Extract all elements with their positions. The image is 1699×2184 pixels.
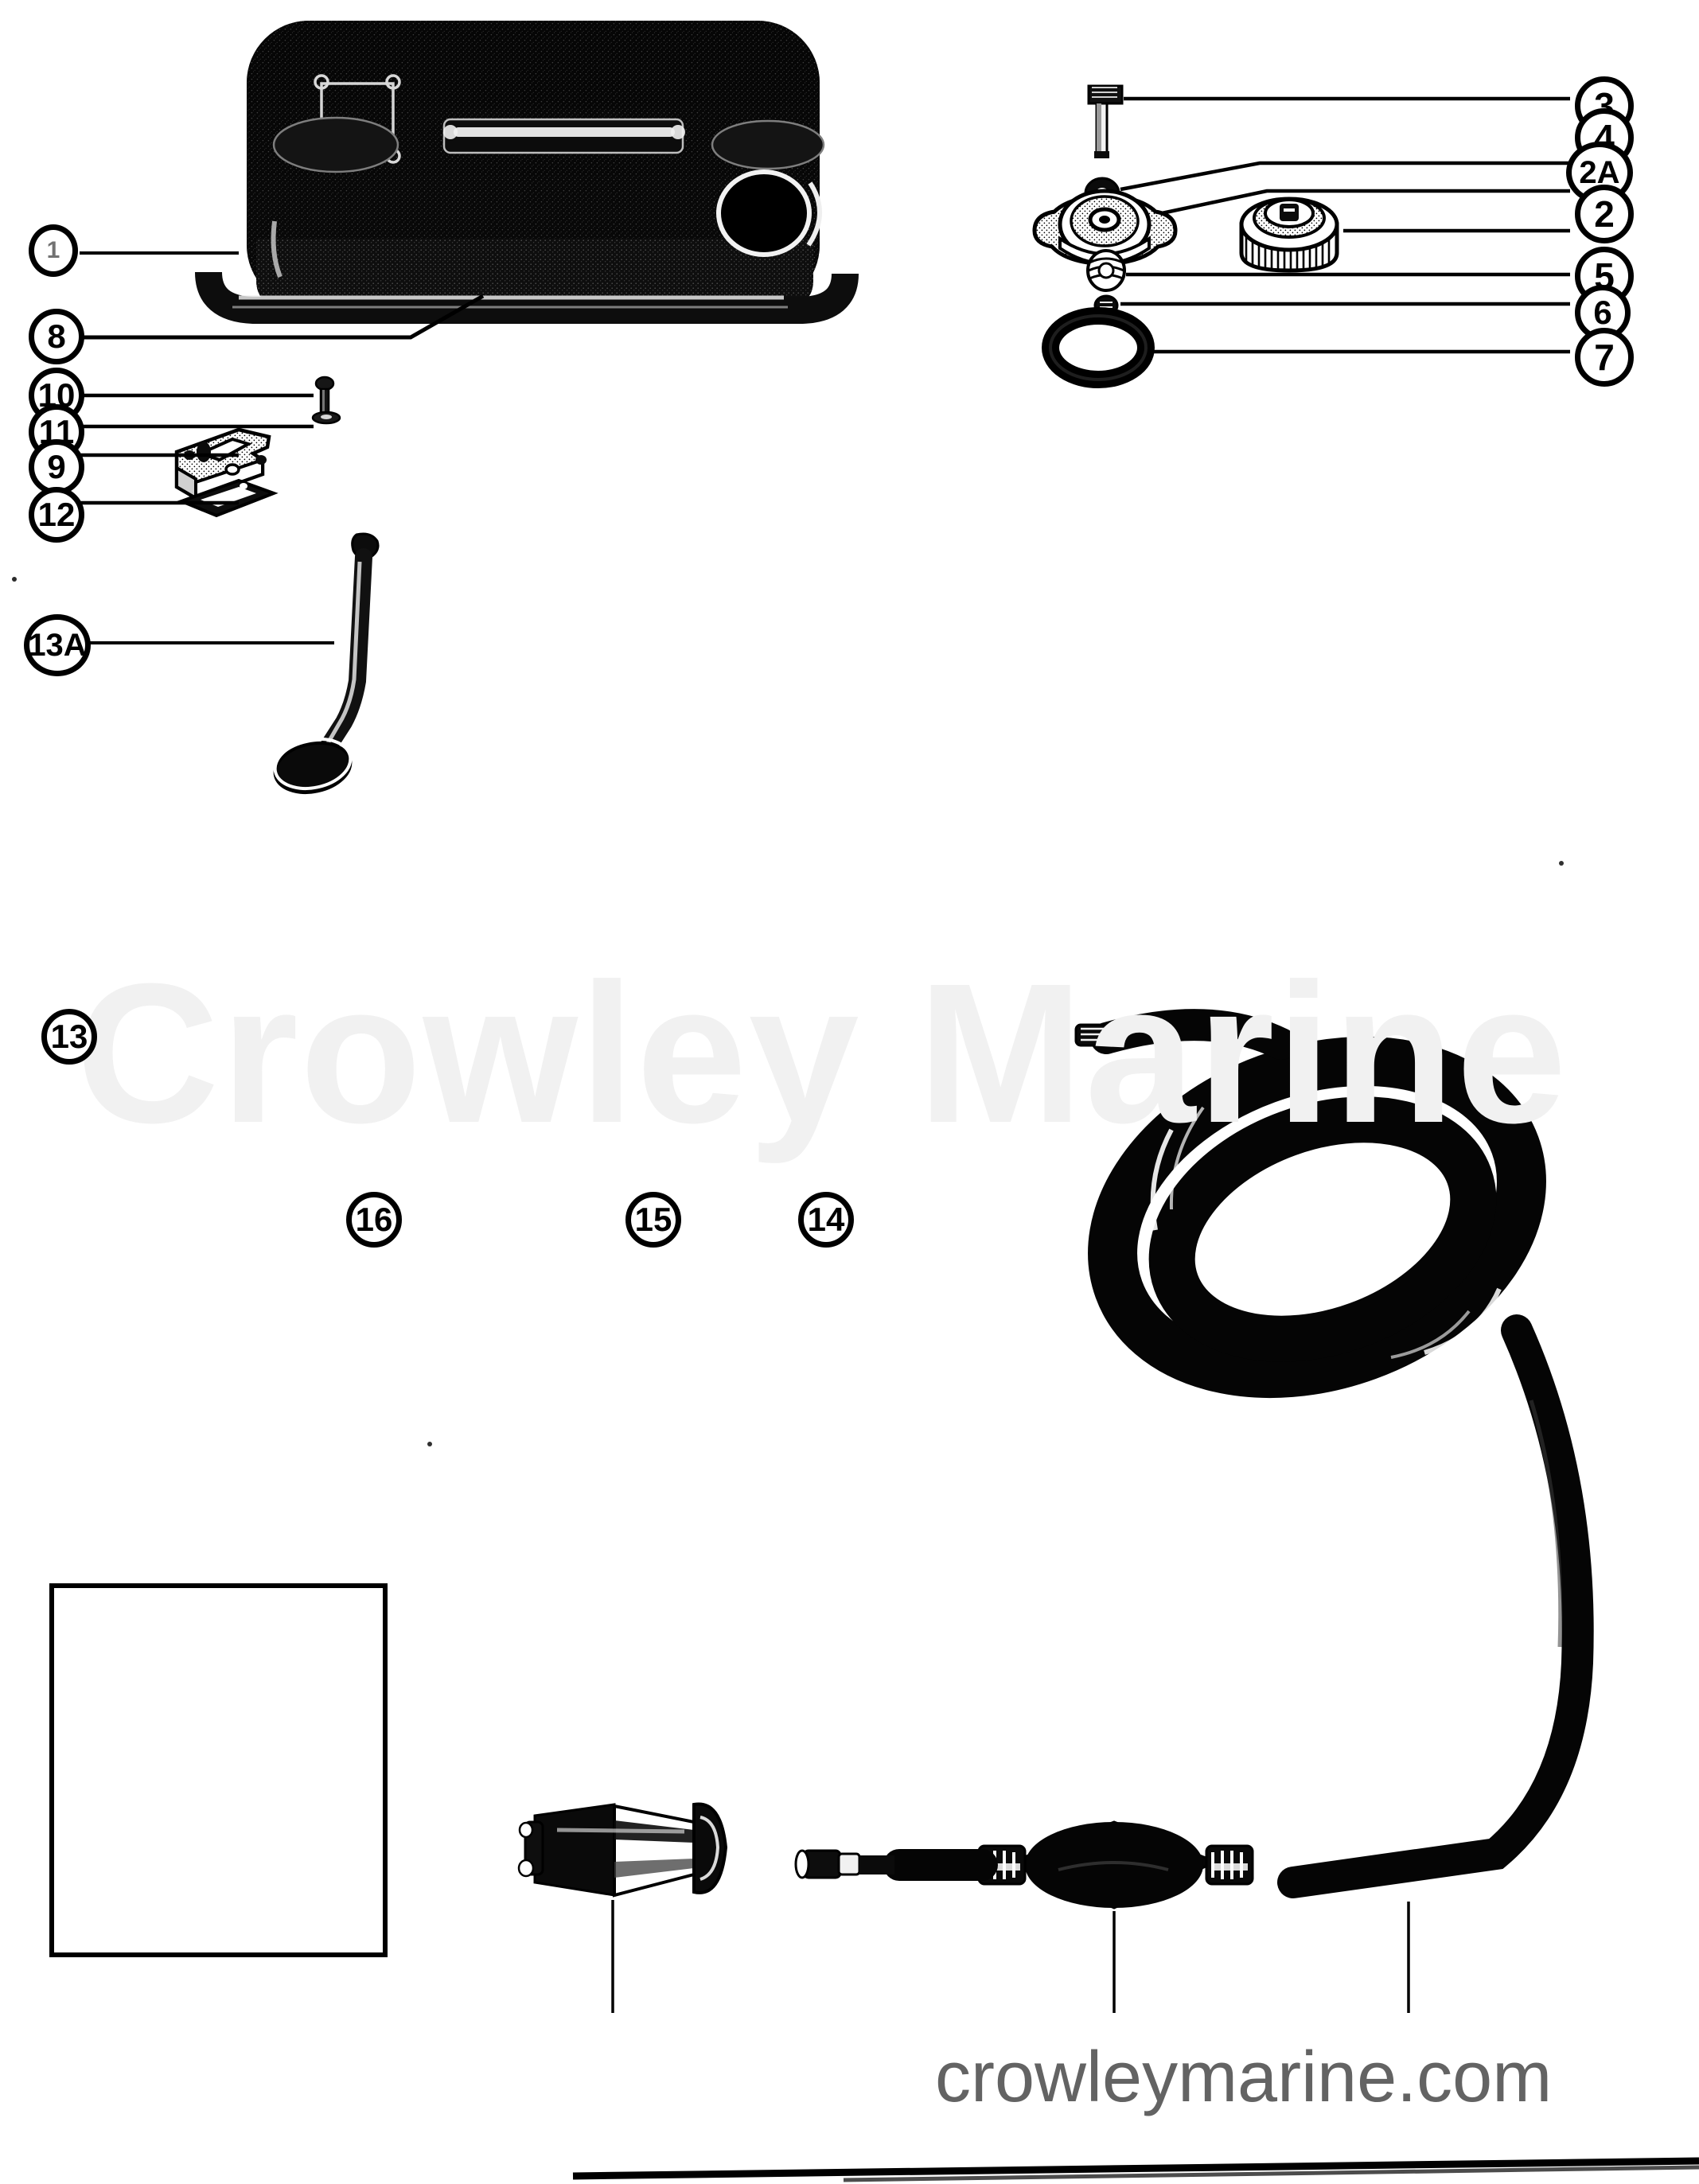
leader-line-2a: [1161, 189, 1570, 216]
part-tank-connector-16: [517, 1802, 728, 1898]
page-bottom-rule: [572, 2157, 1699, 2180]
callout-8[interactable]: 8: [29, 309, 84, 364]
callout-1[interactable]: 1: [29, 224, 78, 277]
callout-13[interactable]: 13: [41, 1009, 97, 1065]
callout-label: 2: [1594, 193, 1615, 235]
part-spring-5: [1086, 249, 1126, 292]
part-pickup-tube-13a: [273, 532, 380, 794]
callout-label: 15: [634, 1201, 672, 1238]
callout-label: 1: [46, 237, 60, 263]
callout-label: 9: [47, 448, 66, 485]
callout-6[interactable]: 6: [1575, 285, 1631, 341]
callout-label: 14: [807, 1201, 845, 1238]
callout-label: 6: [1593, 294, 1612, 331]
leader-line-4: [1120, 161, 1570, 192]
callout-label: 13: [50, 1018, 88, 1055]
part-cap-knurled-2: [1239, 197, 1339, 273]
part-o-ring-7: [1042, 307, 1155, 388]
part-fuel-tank: [195, 21, 859, 324]
callout-label: 2A: [1579, 155, 1620, 190]
watermark-crowley-marine: Crowley Marine: [76, 942, 1568, 1164]
callout-2a[interactable]: 2A: [1566, 142, 1633, 204]
part-screw-10: [314, 376, 335, 421]
watermark-crowleymarine-com: crowleymarine.com: [935, 2038, 1553, 2117]
callout-2[interactable]: 2: [1575, 185, 1634, 243]
callout-label: 16: [355, 1201, 393, 1238]
callout-14[interactable]: 14: [798, 1192, 854, 1248]
callout-16[interactable]: 16: [346, 1192, 402, 1248]
callout-12[interactable]: 12: [29, 487, 84, 543]
callout-label: 13A: [28, 628, 87, 663]
part-screw-3: [1087, 84, 1124, 158]
inset-box-item-13: [49, 1583, 388, 1957]
callout-label: 12: [37, 496, 76, 533]
callout-label: 8: [47, 317, 66, 355]
callout-15[interactable]: 15: [625, 1192, 681, 1248]
leader-line-8: [83, 294, 485, 340]
part-fuel-hose-14: [1074, 1009, 1594, 1898]
callout-13a[interactable]: 13A: [24, 614, 91, 676]
part-lock-washer-11: [311, 411, 341, 425]
callout-label: 7: [1594, 337, 1615, 378]
callout-7[interactable]: 7: [1575, 328, 1634, 387]
part-cap-lever-2a: [1032, 189, 1178, 267]
part-primer-bulb-15: [794, 1820, 1254, 1910]
